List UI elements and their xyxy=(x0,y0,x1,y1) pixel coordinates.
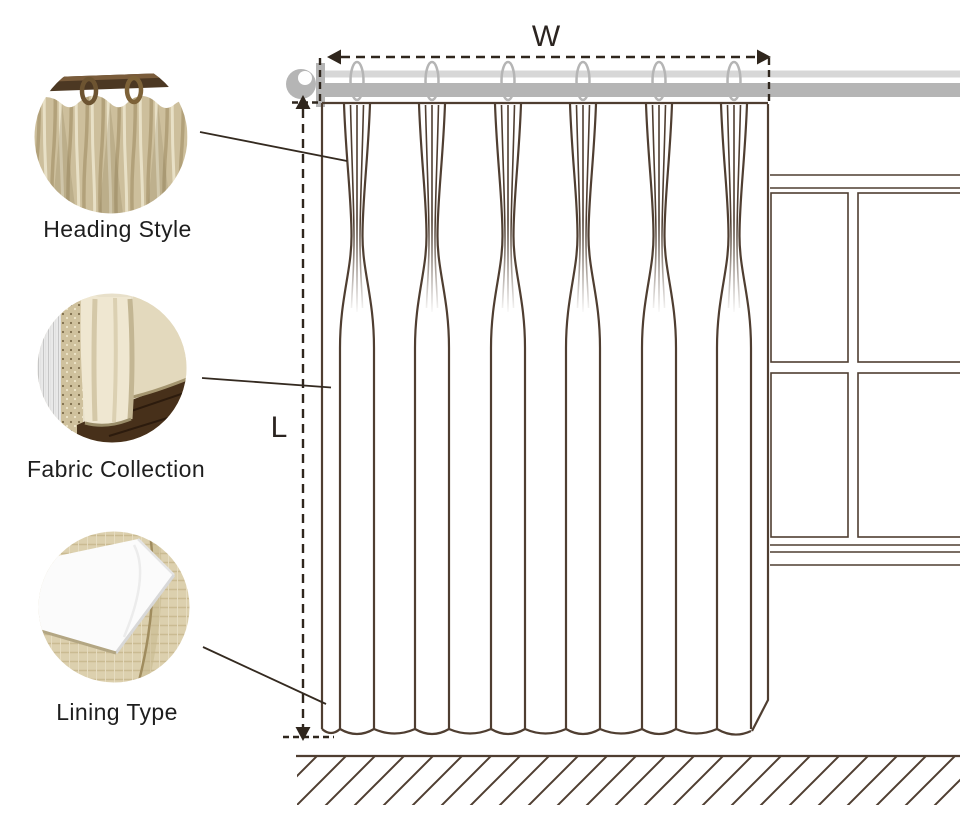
length-dimension: L xyxy=(271,95,334,741)
white-lining-folded-over-linen-photo xyxy=(38,531,190,683)
heading-style-label: Heading Style xyxy=(43,216,192,242)
width-dimension: W xyxy=(318,20,771,103)
heading-style-photo xyxy=(34,60,188,214)
width-label: W xyxy=(532,20,561,53)
pinch-pleat xyxy=(413,102,451,731)
curtain-right-edge xyxy=(751,104,770,732)
curtain-panel xyxy=(320,101,770,736)
lining-type-label: Lining Type xyxy=(56,699,178,725)
window-pane xyxy=(770,192,849,363)
pinch-pleat xyxy=(564,102,602,731)
floor xyxy=(296,754,960,805)
pinch-pleats xyxy=(338,102,753,731)
pinch-pleat xyxy=(489,102,527,731)
pinch-pleat xyxy=(715,102,753,731)
fabric-collection-photo xyxy=(37,293,187,443)
floor-hatching xyxy=(297,757,960,805)
length-label: L xyxy=(271,411,288,444)
callout-line-heading-style xyxy=(199,131,348,162)
callout-line-fabric-collection xyxy=(201,377,332,389)
window-pane xyxy=(770,372,849,538)
arrow-left-icon xyxy=(327,49,341,65)
curtain-rod xyxy=(286,60,960,107)
curtain-hem xyxy=(321,727,752,736)
lining-type-photo xyxy=(38,531,190,683)
pinch-pleat-curtain-on-rod-photo xyxy=(34,60,188,214)
callout-line-lining-type xyxy=(202,646,327,705)
photo-rod xyxy=(35,72,187,92)
rod-finial-icon xyxy=(286,69,316,99)
arrow-right-icon xyxy=(757,49,771,65)
arrow-down-icon xyxy=(295,727,311,741)
window-frame xyxy=(770,174,960,566)
fabric-collection-label: Fabric Collection xyxy=(26,456,206,482)
pinch-pleat xyxy=(338,102,376,731)
window-pane xyxy=(857,192,960,363)
window-pane xyxy=(857,372,960,538)
cream-linen-curtain-fabric-photo xyxy=(37,293,187,443)
pinch-pleat xyxy=(640,102,678,731)
